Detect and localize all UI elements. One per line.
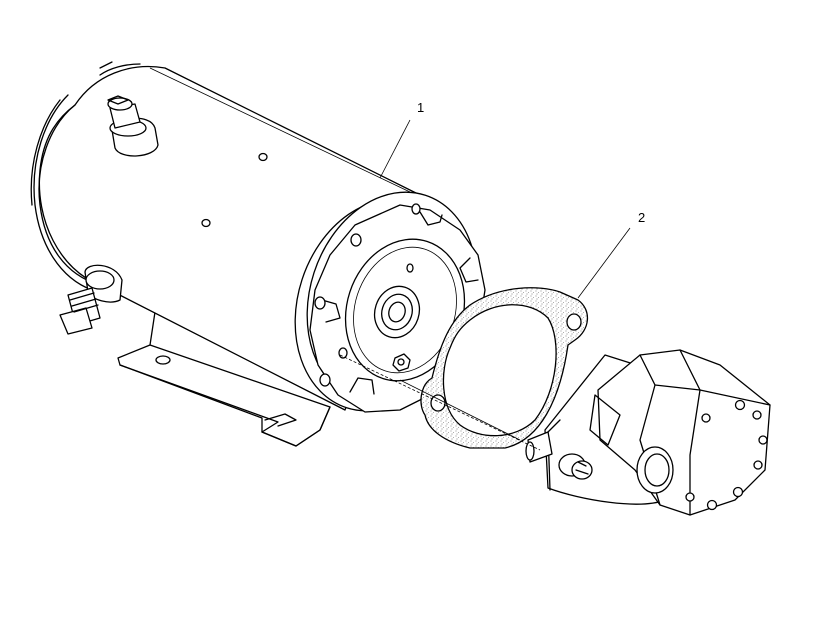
flange-cap-screw <box>558 453 593 480</box>
flange-gasket <box>420 287 589 449</box>
callout-2: 2 <box>577 210 645 299</box>
top-terminal-stud <box>107 95 159 157</box>
callout-1: 1 <box>379 100 424 179</box>
callout-1-label: 1 <box>417 100 424 115</box>
side-terminal-stud <box>59 264 123 335</box>
electric-motor <box>30 61 486 447</box>
assembly-centerline <box>339 354 541 451</box>
gear-pump <box>525 349 771 516</box>
callout-2-label: 2 <box>638 210 645 225</box>
